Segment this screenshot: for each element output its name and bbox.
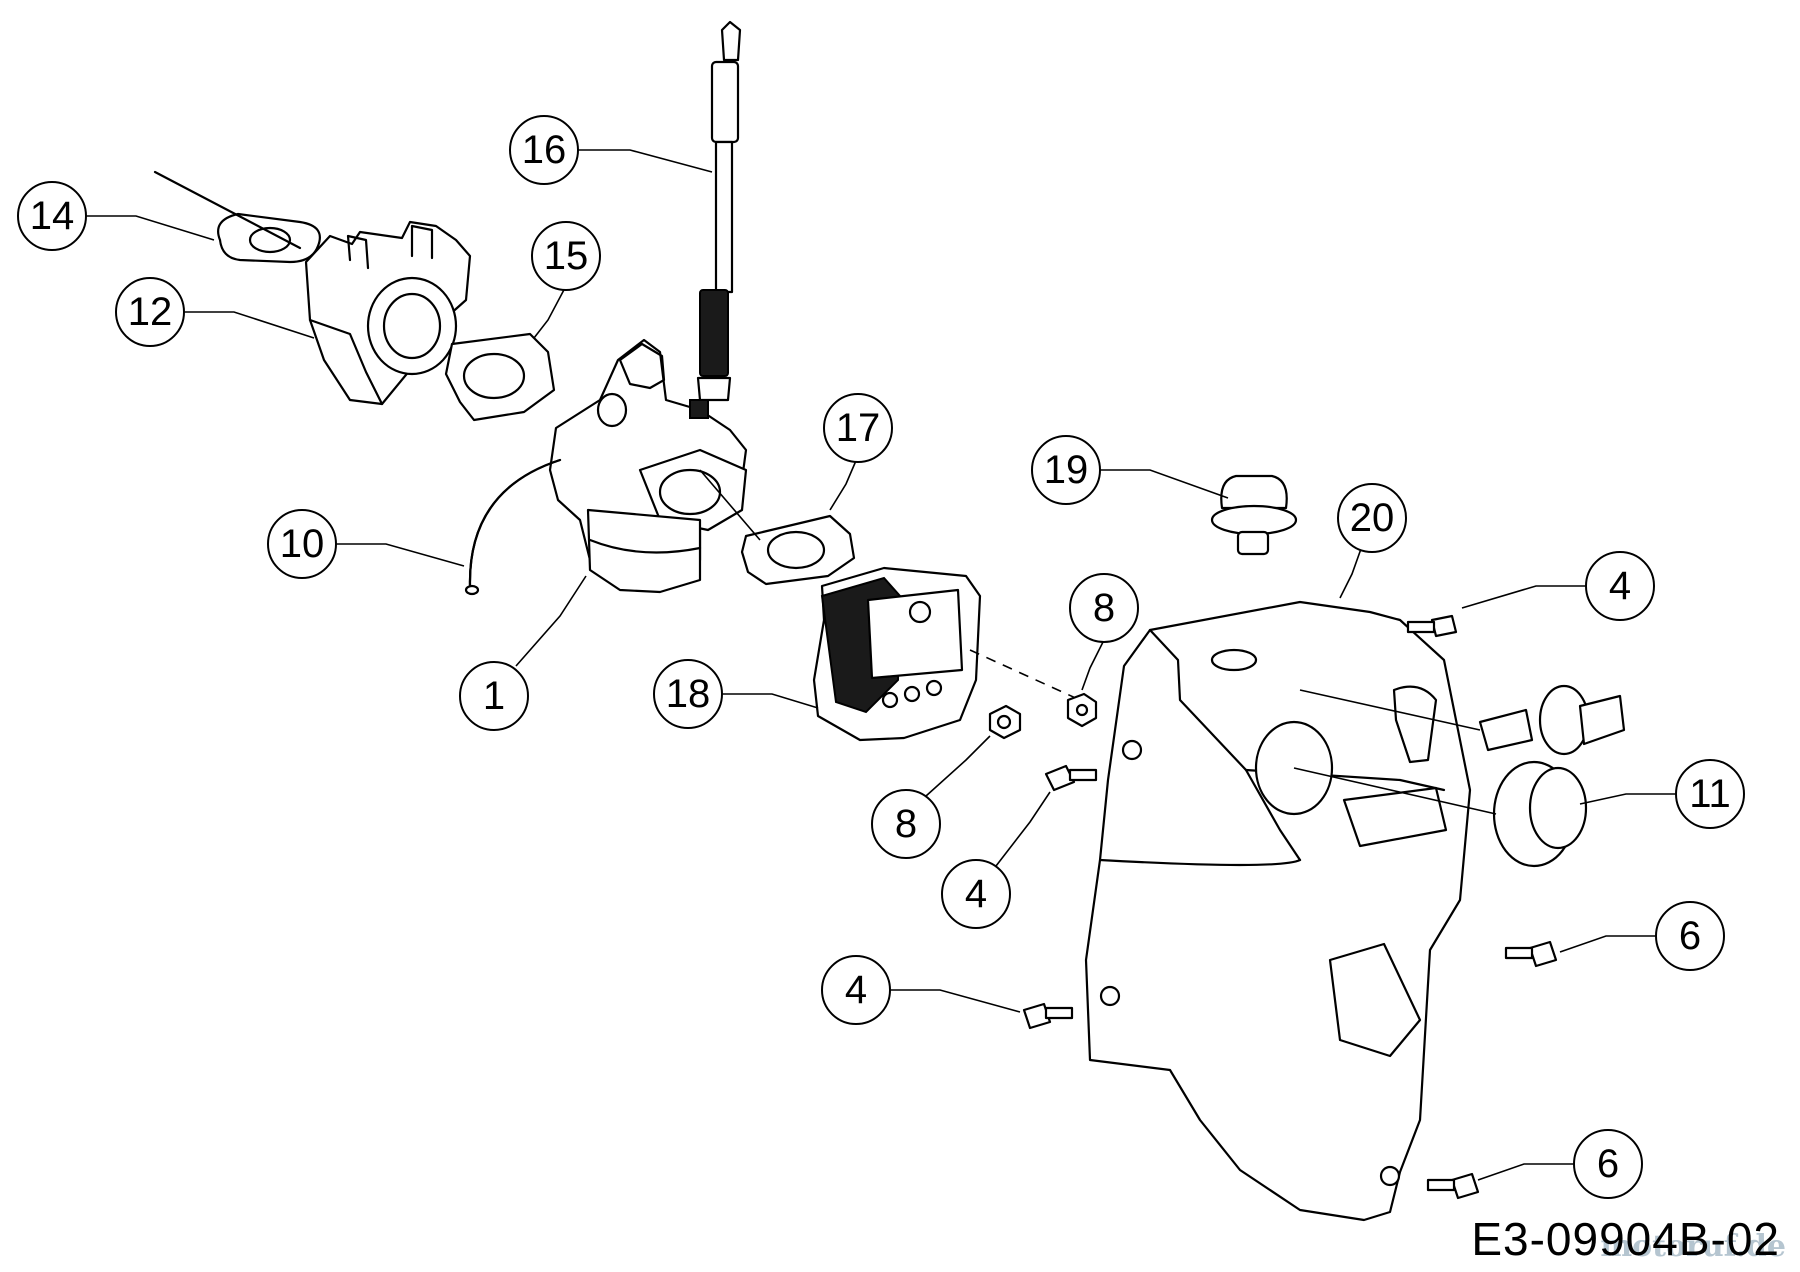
callout-label-19: 19 [1044, 448, 1089, 492]
callout-label-4c: 4 [845, 968, 867, 1012]
callout-17: 17 [823, 393, 893, 511]
callout-label-8b: 8 [895, 802, 917, 846]
callout-4-middle: 4 [941, 791, 1051, 929]
part-airfilter-base [812, 566, 1081, 742]
callout-11: 11 [1579, 759, 1745, 829]
part-spacer-12 [304, 220, 472, 406]
callout-18: 18 [653, 659, 819, 729]
part-bolt-4c [1022, 1002, 1074, 1030]
callout-label-16: 16 [522, 128, 567, 172]
callout-4-upper-right: 4 [1461, 551, 1655, 621]
callout-16: 16 [509, 115, 713, 185]
part-bolt-4b [1044, 764, 1098, 792]
callout-19: 19 [1031, 435, 1229, 505]
callout-label-17: 17 [836, 406, 881, 450]
part-sediment-cup [1293, 760, 1588, 868]
part-choke-rod [696, 20, 742, 402]
part-gasket-17 [699, 469, 856, 586]
part-bolt-6a [1504, 940, 1558, 968]
callout-label-11: 11 [1689, 772, 1731, 816]
part-nut-8a [1066, 692, 1098, 728]
callout-label-12: 12 [128, 290, 173, 334]
callout-label-10: 10 [280, 522, 325, 566]
callout-10: 10 [267, 509, 465, 579]
part-bolt-4a [1406, 614, 1458, 638]
callout-12: 12 [115, 277, 315, 347]
part-gasket-14 [153, 170, 321, 264]
callout-label-6b: 6 [1597, 1142, 1619, 1186]
watermark-logo: motoruf.de [1600, 1229, 1786, 1264]
part-gasket-15 [444, 332, 556, 422]
part-fuel-hose [464, 458, 562, 596]
callout-label-8a: 8 [1093, 586, 1115, 630]
callout-label-4b: 4 [965, 872, 987, 916]
callout-14: 14 [17, 181, 215, 251]
callout-20: 20 [1337, 483, 1407, 599]
part-fuel-valve [1299, 684, 1626, 756]
callout-6-lower: 6 [1477, 1129, 1643, 1199]
part-fuel-tank [1084, 600, 1472, 1222]
callout-label-15: 15 [544, 234, 589, 278]
part-bolt-6b [1426, 1172, 1480, 1200]
callout-1: 1 [459, 575, 587, 731]
part-carburetor [548, 338, 748, 594]
part-fuel-cap [1210, 474, 1298, 556]
callout-8-lower: 8 [871, 735, 991, 859]
callout-label-1: 1 [483, 674, 505, 718]
callout-6-upper: 6 [1559, 901, 1725, 971]
part-nut-8b [988, 704, 1022, 740]
callout-4-lower-left: 4 [821, 955, 1021, 1025]
callout-label-14: 14 [30, 194, 75, 238]
drawing-code-label: E3-09904B-02 [1471, 1213, 1780, 1265]
callout-label-18: 18 [666, 672, 711, 716]
callout-15: 15 [531, 221, 601, 339]
callout-8-upper: 8 [1069, 573, 1139, 691]
callout-label-20: 20 [1350, 496, 1395, 540]
callout-label-4a: 4 [1609, 564, 1631, 608]
callout-label-6a: 6 [1679, 914, 1701, 958]
